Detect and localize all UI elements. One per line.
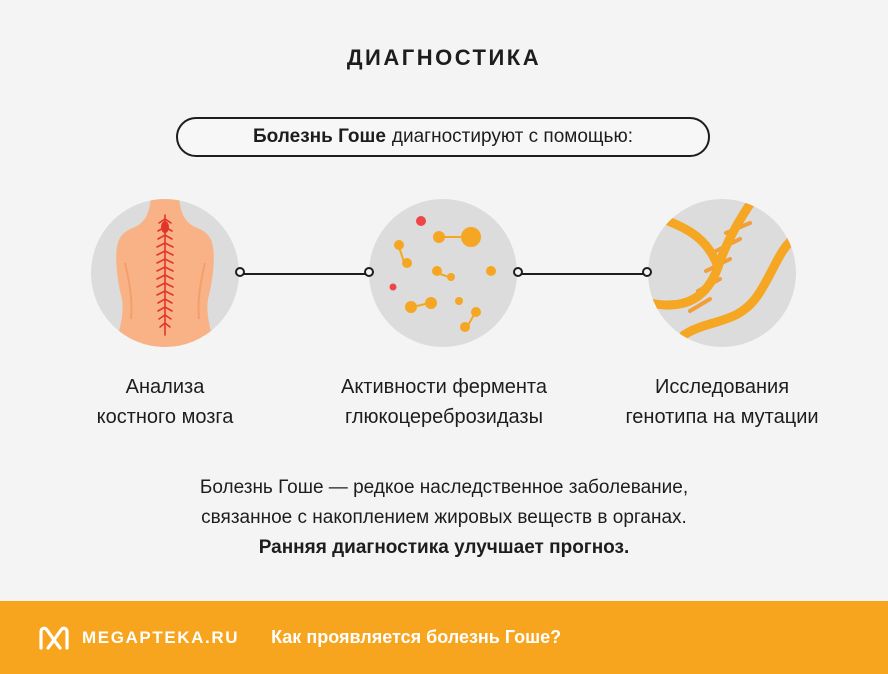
footer-bar: MEGAPTEKA.RU Как проявляется болезнь Гош… [0,601,888,674]
method-label: Активности фермента глюкоцереброзидазы [304,372,584,432]
enzyme-circle [369,199,517,347]
method-label-line: глюкоцереброзидазы [345,406,543,428]
enzyme-molecules-icon [389,216,496,332]
method-label: Анализа костного мозга [25,372,305,432]
connector-dot [513,267,523,277]
method-label-line: генотипа на мутации [625,406,819,428]
article-link[interactable]: Как проявляется болезнь Гоше? [271,627,562,647]
connector-dot [364,267,374,277]
intro-bold: Болезнь Гоше [253,126,386,147]
description: Болезнь Гоше — редкое наследственное заб… [0,473,888,563]
description-emphasis: Ранняя диагностика улучшает прогноз. [258,537,630,558]
brand-name[interactable]: MEGAPTEKA.RU [82,627,240,647]
connector-dot [235,267,245,277]
description-line: Болезнь Гоше — редкое наследственное заб… [199,477,689,498]
spine-back-icon [115,199,215,347]
description-line: связанное с накоплением жировых веществ … [201,507,687,528]
connector-line [240,273,370,275]
method-label: Исследования генотипа на мутации [582,372,862,432]
method-label-line: Анализа [125,376,205,398]
method-label-line: костного мозга [96,406,234,428]
connector-line [518,273,648,275]
page-title: ДИАГНОСТИКА [346,45,542,70]
intro-text: диагностируют с помощью: [391,126,633,147]
method-label-line: Активности фермента [340,376,547,398]
megapteka-logo-icon[interactable] [38,625,70,651]
bone-marrow-circle [91,199,239,347]
dna-helix-icon [648,199,796,340]
genotype-circle [648,199,796,347]
connector-dot [642,267,652,277]
method-label-line: Исследования [654,376,790,398]
intro-pill: Болезнь Гоше диагностируют с помощью: [176,117,710,157]
